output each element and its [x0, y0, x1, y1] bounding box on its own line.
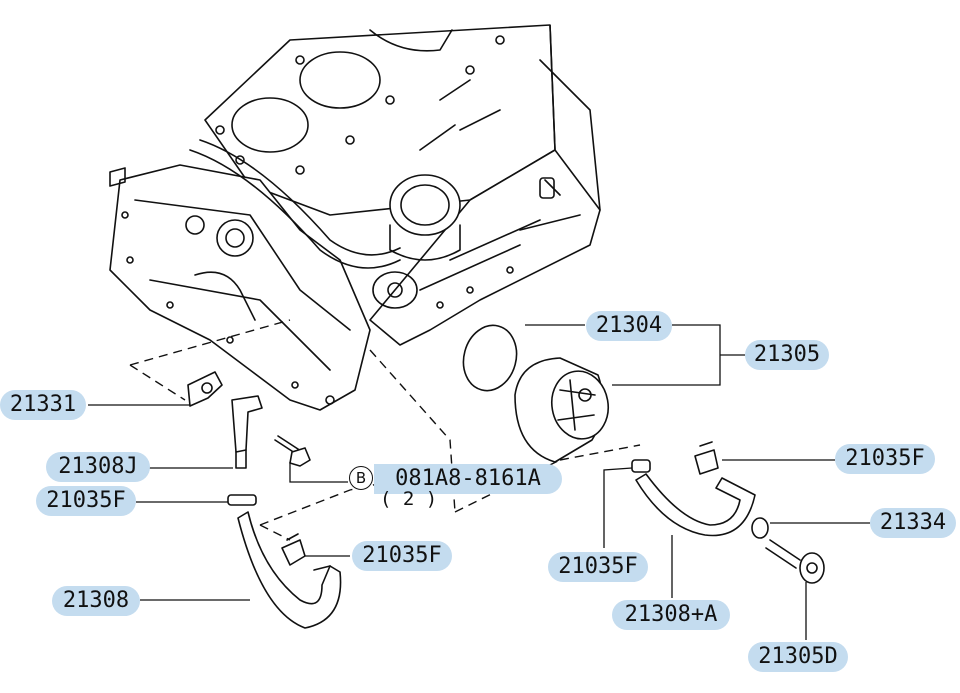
hose-left-part	[237, 511, 342, 629]
small-fitting-right	[631, 459, 651, 473]
callout-21035f-lower[interactable]: 21035F	[548, 552, 648, 582]
callout-21308j[interactable]: 21308J	[46, 452, 150, 482]
cooler-bolt-part	[765, 539, 825, 584]
bolt-quantity: ( 2 )	[380, 488, 438, 510]
callout-21308[interactable]: 21308	[52, 586, 140, 616]
callout-21308-a[interactable]: 21308+A	[612, 600, 730, 630]
hose-right-part	[635, 473, 756, 537]
leader-lines	[88, 324, 870, 640]
callout-21334[interactable]: 21334	[870, 508, 956, 538]
o-ring-part	[462, 324, 518, 392]
callout-081a8-8161a[interactable]: 081A8-8161A	[374, 464, 562, 494]
bolt-marker-b: B	[349, 466, 373, 490]
callout-21305[interactable]: 21305	[745, 340, 829, 370]
bolt-part	[274, 435, 311, 467]
small-fitting-left	[227, 494, 257, 506]
callout-21035f-mid[interactable]: 21035F	[352, 541, 452, 571]
washer-part	[751, 517, 769, 539]
callout-21331[interactable]: 21331	[0, 390, 86, 420]
hose-clamp-right	[694, 441, 719, 475]
hose-clamp-mid	[281, 533, 306, 566]
engine-block	[109, 24, 601, 411]
callout-21035f-left[interactable]: 21035F	[36, 486, 136, 516]
elbow-pipe-part	[231, 395, 263, 469]
gasket-part	[187, 371, 223, 407]
callout-21035f-right[interactable]: 21035F	[835, 444, 935, 474]
callout-21305d[interactable]: 21305D	[748, 642, 848, 672]
oil-cooler-part	[514, 357, 609, 463]
callout-21304[interactable]: 21304	[586, 311, 672, 341]
